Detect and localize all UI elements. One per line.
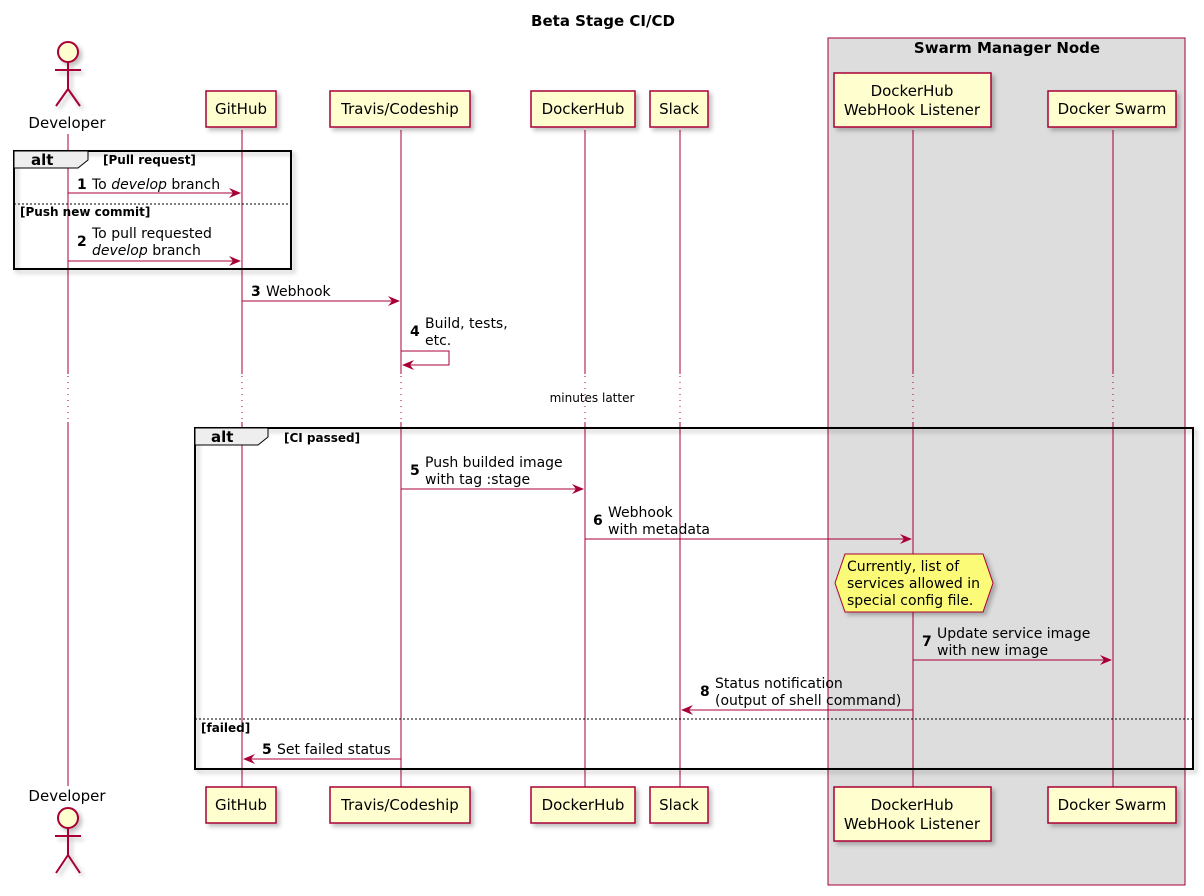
message-8-number: 8 (700, 684, 710, 700)
message-7-label-line2: with new image (937, 643, 1048, 659)
participant-github-bottom-label: GitHub (215, 796, 267, 814)
message-6-label-line2: with metadata (608, 522, 710, 538)
alt-fragment-2-keyword: alt (211, 428, 233, 446)
message-1-label: To develop branch (91, 177, 220, 193)
message-7-label-line1: Update service image (937, 626, 1090, 642)
message-4-number: 4 (410, 324, 420, 340)
participant-dockerhub-top-label: DockerHub (542, 100, 625, 118)
participant-swarm-top: Docker Swarm (1047, 90, 1177, 128)
participant-github-top-label: GitHub (215, 100, 267, 118)
message-7-number: 7 (922, 634, 932, 650)
note-line-2: services allowed in (847, 576, 980, 592)
top-participants: Developer GitHub Travis/Codeship DockerH… (28, 41, 1177, 132)
message-3-label: Webhook (266, 284, 332, 300)
message-2: 2 To pull requested develop branch (68, 226, 241, 266)
participant-dockerhub-bottom-label: DockerHub (542, 796, 625, 814)
delay-label: minutes latter (550, 391, 635, 405)
alt-fragment-1-guard: [Pull request] (103, 153, 196, 167)
participant-slack-bottom: Slack (649, 786, 709, 824)
participant-swarm-top-label: Docker Swarm (1058, 100, 1167, 118)
participant-listener-bottom-label-2: WebHook Listener (844, 815, 981, 833)
participant-github-top: GitHub (205, 90, 277, 128)
participant-listener-bottom-label-1: DockerHub (871, 796, 954, 814)
alt-fragment-pull-request: alt [Pull request] [Push new commit] (13, 150, 292, 270)
message-5-label-line2: with tag :stage (425, 472, 530, 488)
actor-developer-top-label: Developer (28, 114, 106, 132)
participant-listener-bottom: DockerHub WebHook Listener (833, 786, 992, 842)
message-5-failed: 5 Set failed status (243, 742, 401, 764)
alt-fragment-ci: alt [CI passed] [failed] (194, 427, 1194, 770)
message-6-label-line1: Webhook (608, 505, 674, 521)
message-4-label-line2: etc. (425, 333, 451, 349)
participant-travis-top: Travis/Codeship (329, 90, 471, 128)
message-1-number: 1 (77, 177, 87, 193)
note-config: Currently, list of services allowed in s… (834, 553, 994, 613)
participant-dockerhub-top: DockerHub (530, 90, 636, 128)
participant-dockerhub-bottom: DockerHub (530, 786, 636, 824)
alt-fragment-1-else-guard: [Push new commit] (20, 205, 150, 219)
participant-listener-top-label-2: WebHook Listener (844, 101, 981, 119)
message-5-number: 5 (410, 463, 420, 479)
message-2-label-line1: To pull requested (91, 226, 212, 242)
message-4: 4 Build, tests, etc. (401, 316, 508, 370)
message-6-number: 6 (593, 513, 603, 529)
message-5-failed-label: Set failed status (277, 742, 391, 758)
participant-slack-top-label: Slack (659, 100, 699, 118)
swarm-manager-node-box (827, 37, 1186, 886)
message-6: 6 Webhook with metadata (585, 505, 912, 544)
message-5: 5 Push builded image with tag :stage (401, 455, 584, 494)
participant-slack-bottom-label: Slack (659, 796, 699, 814)
message-2-label-line2: develop branch (92, 243, 201, 259)
diagram-title: Beta Stage CI/CD (531, 12, 675, 30)
message-4-label-line1: Build, tests, (425, 316, 508, 332)
participant-travis-top-label: Travis/Codeship (340, 100, 459, 118)
actor-developer-top: Developer (28, 41, 106, 132)
actor-developer-bottom: Developer (28, 787, 106, 874)
actor-developer-bottom-label: Developer (28, 787, 106, 805)
bottom-participants: Developer GitHub Travis/Codeship DockerH… (28, 786, 1177, 874)
participant-swarm-bottom-label: Docker Swarm (1058, 796, 1167, 814)
participant-listener-top: DockerHub WebHook Listener (833, 72, 992, 128)
message-3-number: 3 (251, 284, 261, 300)
participant-travis-bottom: Travis/Codeship (329, 786, 471, 824)
note-line-3: special config file. (847, 593, 973, 609)
message-7: 7 Update service image with new image (913, 626, 1112, 665)
message-5-failed-number: 5 (262, 742, 272, 758)
participant-github-bottom: GitHub (205, 786, 277, 824)
alt-fragment-2-guard: [CI passed] (284, 431, 360, 445)
participant-travis-bottom-label: Travis/Codeship (340, 796, 459, 814)
message-1: 1 To develop branch (68, 177, 241, 198)
message-8-label-line1: Status notification (715, 676, 843, 692)
message-8-label-line2: (output of shell command) (715, 693, 901, 709)
message-5-label-line1: Push builded image (425, 455, 563, 471)
alt-fragment-2-else-guard: [failed] (201, 721, 250, 735)
alt-fragment-1-keyword: alt (31, 151, 53, 169)
note-line-1: Currently, list of (847, 559, 960, 575)
message-2-number: 2 (77, 234, 87, 250)
participant-swarm-bottom: Docker Swarm (1047, 786, 1177, 824)
swarm-manager-node-title: Swarm Manager Node (914, 39, 1100, 57)
message-8: 8 Status notification (output of shell c… (681, 676, 913, 715)
message-3: 3 Webhook (242, 284, 400, 306)
participant-listener-top-label-1: DockerHub (871, 82, 954, 100)
participant-slack-top: Slack (649, 90, 709, 128)
